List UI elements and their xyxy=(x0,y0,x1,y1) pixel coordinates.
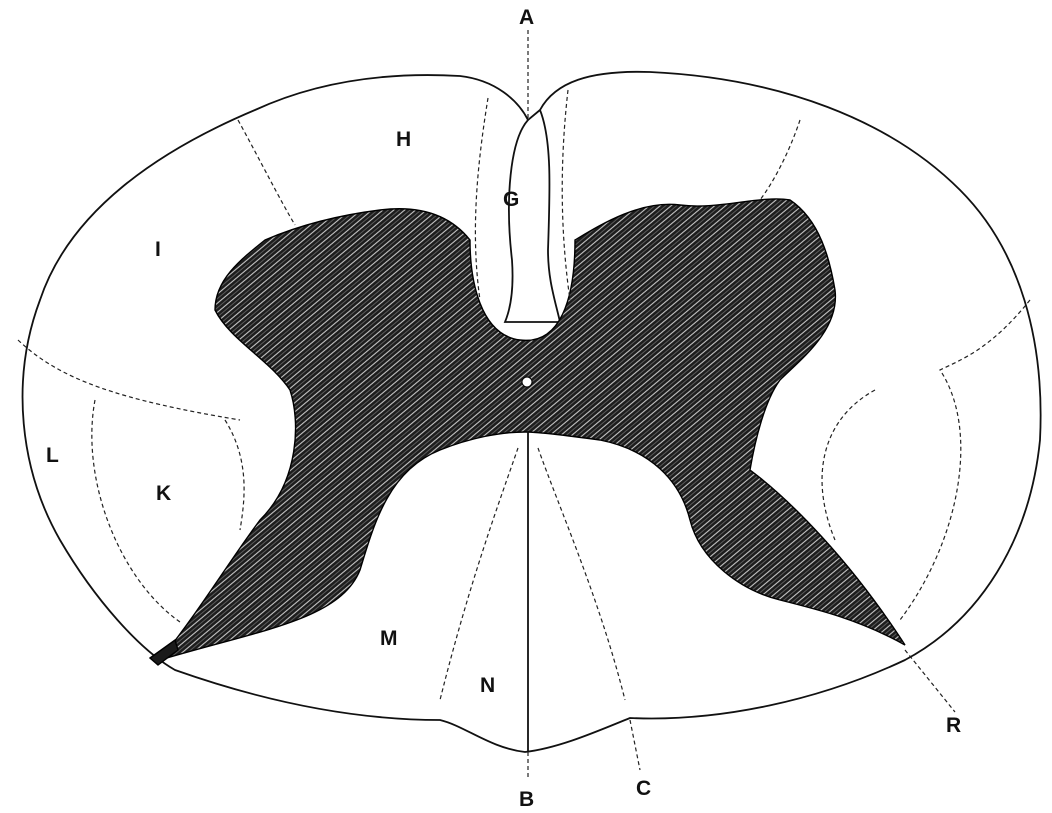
boundary-i-l xyxy=(18,340,240,420)
label-n: N xyxy=(480,674,495,697)
label-c: C xyxy=(636,777,651,800)
boundary-h-i xyxy=(238,120,295,225)
leader-c xyxy=(630,720,640,770)
boundary-right-inner xyxy=(822,390,875,540)
boundary-right-lateral xyxy=(900,300,1030,620)
label-r: R xyxy=(946,714,961,737)
boundary-right-dorsal xyxy=(760,120,800,200)
central-canal xyxy=(522,377,532,387)
boundary-n-right xyxy=(538,448,625,700)
boundary-n-left xyxy=(440,448,518,700)
anterior-horn-tip-left xyxy=(150,640,178,665)
posterior-median-fissure xyxy=(505,110,560,322)
leader-r xyxy=(905,650,955,712)
label-b: B xyxy=(519,788,534,811)
label-i: I xyxy=(155,238,161,261)
label-k: K xyxy=(156,482,171,505)
label-l: L xyxy=(46,444,59,467)
label-h: H xyxy=(396,128,411,151)
boundary-g-right xyxy=(562,90,570,300)
boundary-g-left xyxy=(475,98,488,300)
label-g: G xyxy=(503,188,519,211)
label-a: A xyxy=(519,6,534,29)
label-m: M xyxy=(380,627,398,650)
grey-matter xyxy=(160,199,905,660)
